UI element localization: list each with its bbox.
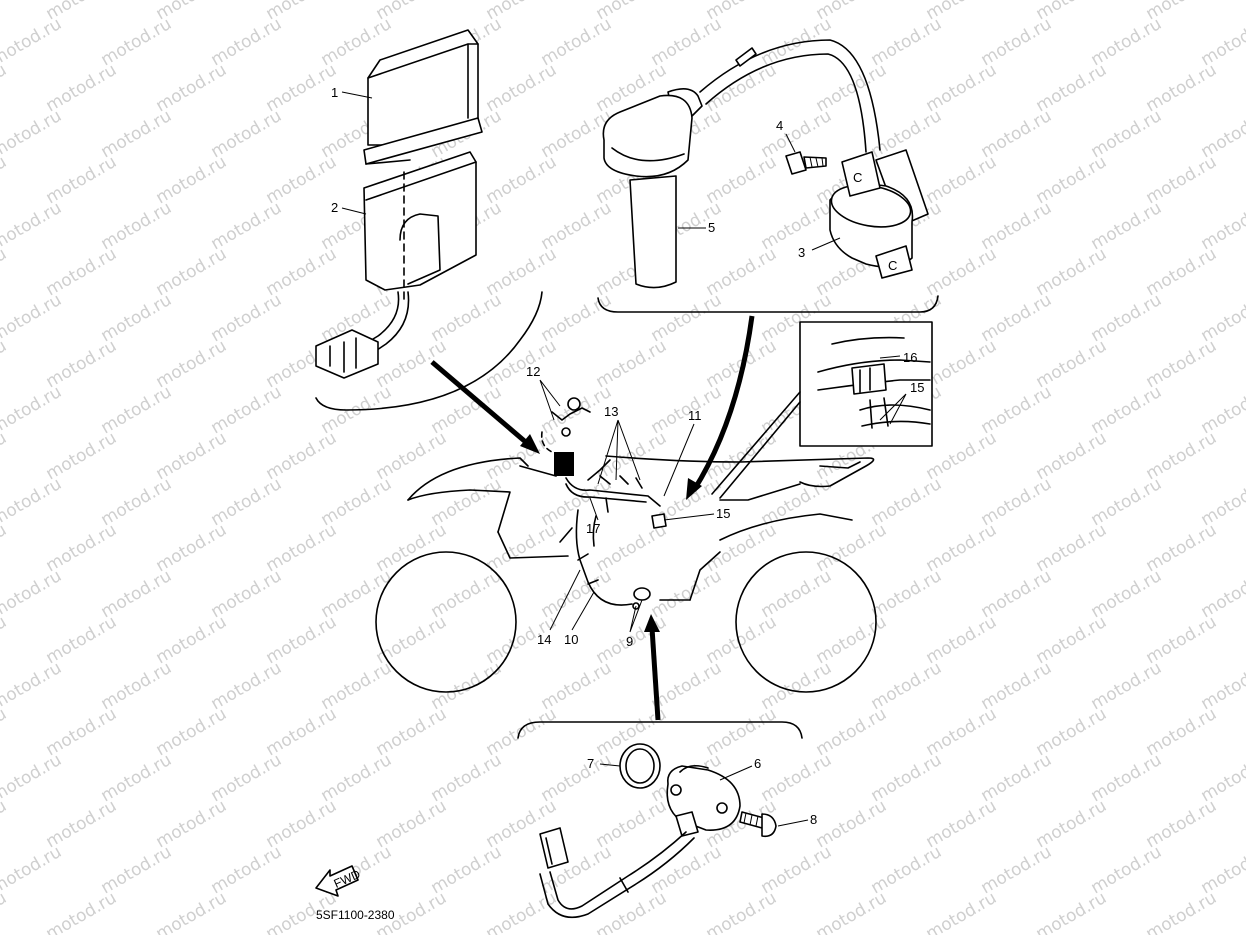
watermark-text: motod.ru: [0, 14, 65, 70]
watermark-text: motod.ru: [0, 796, 10, 852]
watermark-text: motod.ru: [1143, 888, 1221, 935]
watermark-text: motod.ru: [0, 888, 10, 935]
bracket-cdi-group: [315, 291, 543, 411]
watermark-text: motod.ru: [0, 382, 65, 438]
watermark-text: motod.ru: [0, 244, 10, 300]
arrow-pickup: [649, 627, 661, 721]
watermark-text: motod.ru: [1198, 474, 1246, 530]
watermark-text: motod.ru: [703, 888, 781, 935]
callout-4: 4: [776, 118, 783, 133]
watermark-text: motod.ru: [1198, 382, 1246, 438]
callout-13: 13: [604, 404, 618, 419]
watermark-text: motod.ru: [0, 750, 65, 806]
wiring-harness: [540, 397, 667, 610]
watermark-text: motod.ru: [1198, 290, 1246, 346]
watermark-text: motod.ru: [0, 842, 65, 898]
watermark-text: motod.ru: [0, 474, 65, 530]
watermark-text: motod.ru: [153, 888, 231, 935]
watermark-text: motod.ru: [0, 612, 10, 668]
callout-15: 15: [716, 506, 730, 521]
callout-6: 6: [754, 756, 761, 771]
callout-16: 16: [903, 350, 917, 365]
detail-inset: 16 15: [799, 321, 933, 447]
watermark-text: motod.ru: [0, 60, 10, 116]
watermark-text: motod.ru: [1033, 888, 1111, 935]
watermark-text: motod.ru: [0, 106, 65, 162]
callout-1: 1: [331, 85, 338, 100]
pickup-assembly: 7 6 8: [539, 743, 817, 919]
watermark-text: motod.ru: [0, 704, 10, 760]
coil-terminal-mark-bottom: C: [888, 258, 897, 273]
callout-2: 2: [331, 200, 338, 215]
watermark-text: motod.ru: [0, 290, 65, 346]
watermark-text: motod.ru: [0, 152, 10, 208]
callout-3: 3: [798, 245, 805, 260]
motorcycle-outline: [375, 455, 877, 693]
watermark-text: motod.ru: [1198, 198, 1246, 254]
drawing-code: 5SF1100-2380: [316, 908, 395, 922]
callout-9: 9: [626, 634, 633, 649]
callout-17: 17: [586, 521, 600, 536]
watermark-text: motod.ru: [0, 658, 65, 714]
bracket-coil-group: [597, 295, 939, 313]
inset-pointer: [711, 391, 801, 495]
bracket-pickup-group: [517, 721, 803, 739]
watermark-text: motod.ru: [923, 888, 1001, 935]
arrow-coil: [691, 315, 755, 492]
callout-10: 10: [564, 632, 578, 647]
watermark-text: motod.ru: [1198, 842, 1246, 898]
watermark-text: motod.ru: [1198, 658, 1246, 714]
arrow-cdi: [430, 360, 530, 446]
cdi-unit-assembly: 1 2: [315, 29, 483, 379]
watermark-text: motod.ru: [1198, 14, 1246, 70]
callout-5: 5: [708, 220, 715, 235]
callout-11: 11: [688, 408, 702, 423]
watermark-text: motod.ru: [1198, 106, 1246, 162]
watermark-text: motod.ru: [1198, 750, 1246, 806]
watermark-text: motod.ru: [0, 336, 10, 392]
watermark-text: motod.ru: [1198, 566, 1246, 622]
watermark-text: motod.ru: [0, 198, 65, 254]
watermark-text: motod.ru: [483, 888, 561, 935]
ignition-coil-assembly: C C 5 4 3: [602, 39, 929, 289]
coil-terminal-mark-top: C: [853, 170, 862, 185]
watermark-text: motod.ru: [593, 888, 671, 935]
watermark-text: motod.ru: [0, 520, 10, 576]
callout-7: 7: [587, 756, 594, 771]
callout-15-inset: 15: [910, 380, 924, 395]
cdi-mount-block: [554, 452, 574, 476]
callout-8: 8: [810, 812, 817, 827]
watermark-text: motod.ru: [0, 566, 65, 622]
callout-12: 12: [526, 364, 540, 379]
callout-14: 14: [537, 632, 551, 647]
watermark-text: motod.ru: [43, 888, 121, 935]
watermark-text: motod.ru: [813, 888, 891, 935]
watermark-text: motod.ru: [0, 428, 10, 484]
watermark-text: motod.ru: [0, 0, 10, 24]
